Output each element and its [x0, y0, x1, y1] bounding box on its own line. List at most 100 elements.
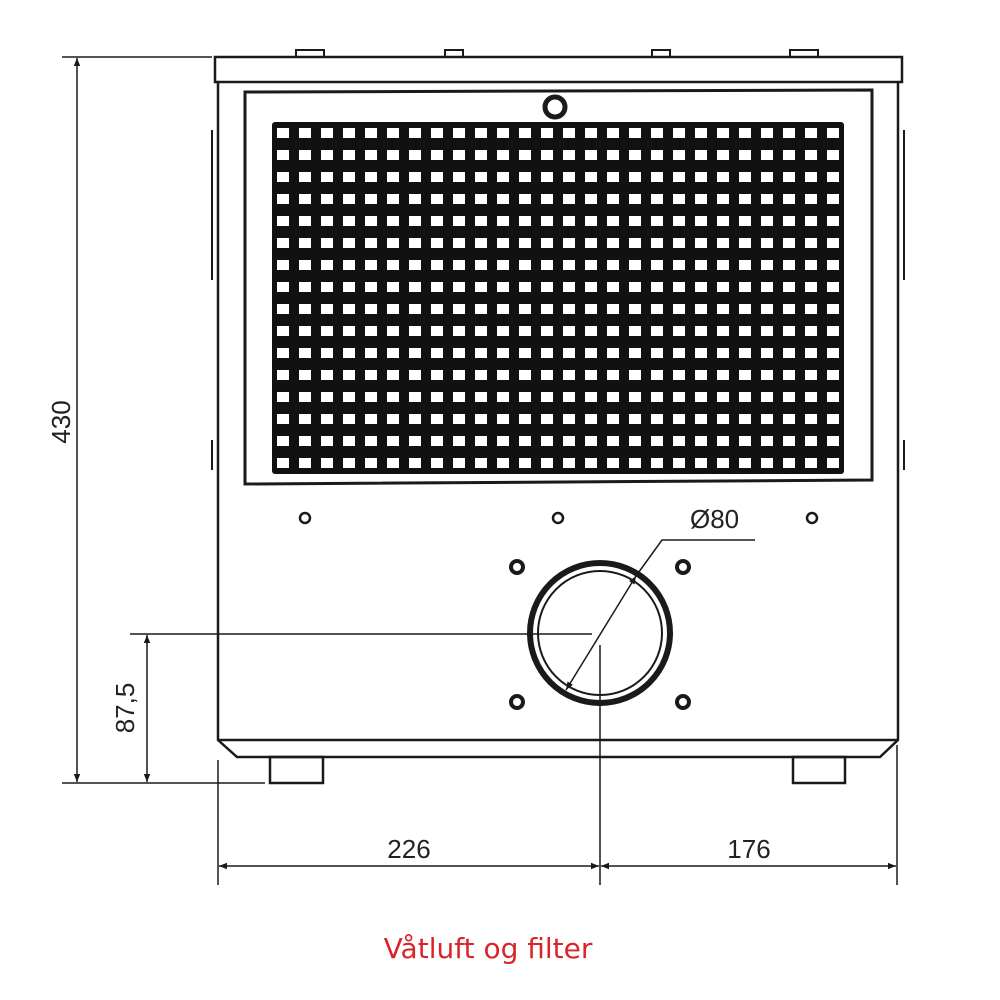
grille-opening: [783, 260, 795, 270]
grille-opening: [365, 238, 377, 248]
grille-opening: [299, 238, 311, 248]
grille-opening: [629, 238, 641, 248]
grille-opening: [475, 348, 487, 358]
grille-opening: [431, 172, 443, 182]
grille-opening: [497, 216, 509, 226]
grille-opening: [563, 172, 575, 182]
grille-opening: [343, 216, 355, 226]
grille-opening: [761, 414, 773, 424]
grille-opening: [739, 436, 751, 446]
grille-opening: [739, 128, 751, 138]
grille-opening: [717, 128, 729, 138]
grille-opening: [563, 216, 575, 226]
grille-opening: [827, 348, 839, 358]
grille-opening: [409, 304, 421, 314]
grille-opening: [387, 348, 399, 358]
grille-opening: [365, 282, 377, 292]
grille-opening: [827, 282, 839, 292]
grille-opening: [629, 260, 641, 270]
grille-opening: [629, 458, 641, 468]
grille-opening: [519, 216, 531, 226]
grille-opening: [453, 260, 465, 270]
grille-opening: [717, 216, 729, 226]
grille-opening: [541, 458, 553, 468]
grille-opening: [651, 216, 663, 226]
grille-opening: [783, 348, 795, 358]
grille-opening: [431, 326, 443, 336]
grille-opening: [673, 304, 685, 314]
grille-opening: [387, 370, 399, 380]
grille-opening: [541, 370, 553, 380]
grille-opening: [277, 238, 289, 248]
grille-opening: [321, 128, 333, 138]
grille-opening: [387, 238, 399, 248]
grille-opening: [651, 194, 663, 204]
grille-opening: [695, 458, 707, 468]
grille-opening: [277, 392, 289, 402]
grille-opening: [475, 414, 487, 424]
grille-opening: [783, 150, 795, 160]
grille-opening: [475, 326, 487, 336]
grille-opening: [277, 260, 289, 270]
grille-opening: [805, 348, 817, 358]
grille-opening: [365, 392, 377, 402]
grille-opening: [475, 194, 487, 204]
grille-opening: [299, 128, 311, 138]
filter-panel: [243, 88, 874, 486]
grille-opening: [453, 370, 465, 380]
grille-opening: [343, 370, 355, 380]
grille-opening: [409, 150, 421, 160]
grille-opening: [673, 458, 685, 468]
grille-opening: [365, 414, 377, 424]
grille-opening: [321, 304, 333, 314]
grille-opening: [497, 238, 509, 248]
grille-opening: [453, 348, 465, 358]
grille-opening: [695, 370, 707, 380]
grille-opening: [739, 392, 751, 402]
grille-opening: [519, 128, 531, 138]
grille-opening: [805, 128, 817, 138]
grille-opening: [453, 150, 465, 160]
grille-opening: [695, 304, 707, 314]
grille-opening: [827, 216, 839, 226]
grille-opening: [827, 238, 839, 248]
grille-opening: [519, 326, 531, 336]
grille-opening: [365, 172, 377, 182]
grille-opening: [673, 194, 685, 204]
grille-opening: [519, 348, 531, 358]
grille-opening: [805, 172, 817, 182]
grille-opening: [277, 172, 289, 182]
grille-opening: [409, 414, 421, 424]
grille-opening: [695, 414, 707, 424]
grille-opening: [519, 150, 531, 160]
grille-opening: [783, 458, 795, 468]
grille-opening: [783, 172, 795, 182]
grille-opening: [585, 150, 597, 160]
grille-opening: [783, 216, 795, 226]
flange-screws: [509, 559, 691, 710]
grille-opening: [343, 238, 355, 248]
grille-opening: [277, 436, 289, 446]
grille-opening: [321, 260, 333, 270]
grille-opening: [739, 326, 751, 336]
grille-opening: [431, 458, 443, 468]
grille-opening: [563, 260, 575, 270]
grille-opening: [519, 458, 531, 468]
grille-opening: [695, 436, 707, 446]
grille-opening: [717, 194, 729, 204]
grille-opening: [321, 216, 333, 226]
grille-opening: [673, 260, 685, 270]
grille-opening: [607, 370, 619, 380]
grille-opening: [607, 348, 619, 358]
grille-opening: [717, 392, 729, 402]
grille-opening: [497, 194, 509, 204]
grille-opening: [277, 304, 289, 314]
grille-opening: [453, 304, 465, 314]
grille-opening: [563, 326, 575, 336]
grille-opening: [431, 304, 443, 314]
grille-opening: [409, 392, 421, 402]
grille-opening: [299, 194, 311, 204]
grille-opening: [365, 150, 377, 160]
mount-hole: [805, 511, 819, 525]
grille-opening: [827, 304, 839, 314]
